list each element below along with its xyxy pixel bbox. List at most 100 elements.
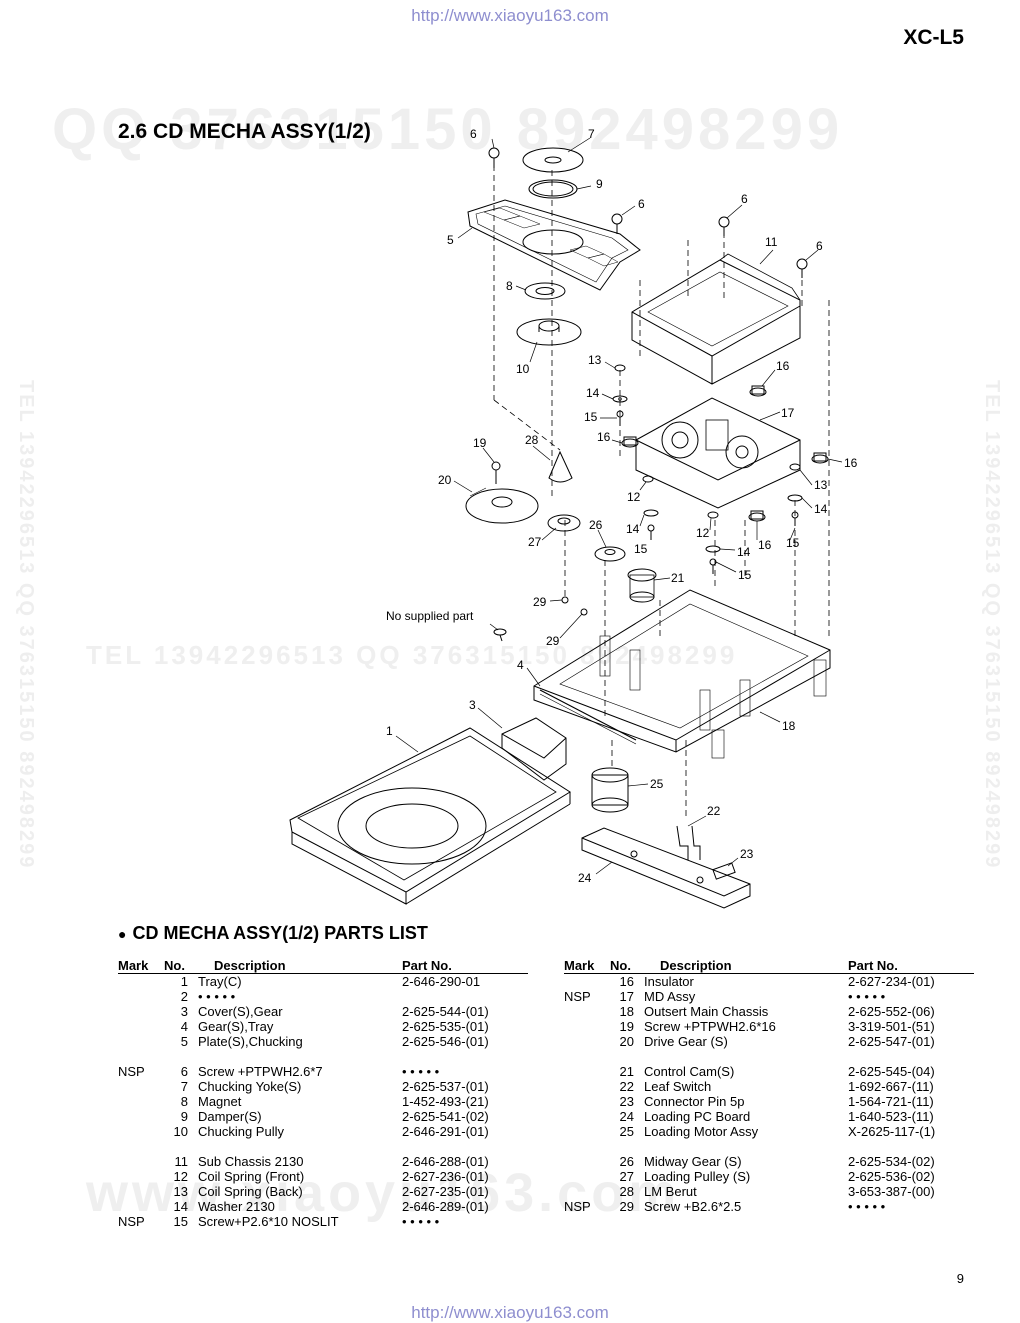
insulator-16-d [748, 510, 766, 522]
watermark-middle: TEL 13942296513 QQ 376315150 892498299 [86, 640, 738, 670]
part-no-cell: 1-452-493-(21) [402, 1094, 489, 1109]
callout-29-b: 29 [546, 634, 560, 648]
watermark-bottom: www.xiaoyu163.com [86, 1163, 681, 1223]
control-cam-21 [627, 568, 657, 603]
mark-cell [118, 1079, 164, 1094]
callout-16-d: 16 [758, 538, 772, 552]
description-cell: LM Berut [644, 1184, 697, 1199]
part-no-cell: 2-625-541-(02) [402, 1109, 489, 1124]
screw-6-a [488, 147, 500, 168]
callout-21: 21 [671, 571, 685, 585]
part-no-cell: 2-625-546-(01) [402, 1034, 489, 1049]
callout-6-b: 6 [638, 197, 645, 211]
callout-17: 17 [781, 406, 795, 420]
description-cell: Cover(S),Gear [198, 1004, 283, 1019]
part-no-cell: 2-627-236-(01) [402, 1169, 489, 1184]
callout-6-c: 6 [741, 192, 748, 206]
callout-5: 5 [447, 233, 454, 247]
mark-cell [118, 1169, 164, 1184]
chucking-pully-10 [516, 318, 582, 346]
parts-table-header: Mark No. Description Part No. [118, 955, 528, 974]
part-no-cell: 3-653-387-(00) [848, 1184, 935, 1199]
no-cell: 13 [173, 1184, 188, 1199]
screw-15-b [791, 511, 799, 526]
callout-12-b: 12 [696, 526, 710, 540]
callout-22: 22 [707, 804, 721, 818]
lm-berut-28 [548, 450, 573, 483]
mark-cell [564, 1019, 610, 1034]
description-cell: Gear(S),Tray [198, 1019, 274, 1034]
sub-chassis-11 [631, 253, 801, 385]
header-no: No. [610, 955, 644, 974]
mark-cell: NSP [118, 1214, 145, 1229]
callout-14-d: 14 [737, 545, 751, 559]
section-title: 2.6 CD MECHA ASSY(1/2) [118, 120, 371, 143]
header-part-no: Part No. [848, 955, 974, 974]
screw-6-b [611, 213, 623, 234]
insulator-16-c [811, 452, 829, 464]
callout-18: 18 [782, 719, 796, 733]
mark-cell [118, 1034, 164, 1049]
no-cell: 7 [180, 1079, 188, 1094]
loading-motor-25 [591, 767, 629, 813]
callout-10: 10 [516, 362, 530, 376]
no-cell: 11 [174, 1154, 189, 1169]
callout-24: 24 [578, 871, 592, 885]
table-spacer-row [118, 1049, 528, 1064]
no-cell: 2 [180, 989, 188, 1004]
description-cell: Loading Motor Assy [644, 1124, 759, 1139]
description-cell: Screw+P2.6*10 NOSLIT [198, 1214, 339, 1229]
mark-cell [564, 974, 610, 990]
header-description: Description [198, 955, 402, 974]
no-cell: 3 [180, 1004, 188, 1019]
midway-gear-26 [594, 546, 626, 562]
no-cell: 14 [173, 1199, 188, 1214]
insulator-16-b [621, 436, 639, 448]
description-cell: Midway Gear (S) [644, 1154, 742, 1169]
coil-spring-12-b [707, 511, 719, 519]
callout-23: 23 [740, 847, 754, 861]
table-row: 2• • • • • [118, 989, 528, 1004]
callout-6-d: 6 [816, 239, 823, 253]
description-cell: Control Cam(S) [644, 1064, 735, 1079]
chucking-yoke-7 [522, 147, 584, 173]
no-cell: 20 [619, 1034, 634, 1049]
part-no-cell: X-2625-117-(1) [848, 1124, 936, 1139]
header-url: http://www.xiaoyu163.com [411, 6, 609, 25]
description-cell: Screw +B2.6*2.5 [644, 1199, 742, 1214]
callout-29-a: 29 [533, 595, 547, 609]
callout-9: 9 [596, 177, 603, 191]
no-cell: 6 [180, 1064, 188, 1079]
washer-14-c [643, 509, 659, 517]
callout-26: 26 [589, 518, 603, 532]
screw-29-b [580, 608, 588, 616]
coil-spring-12-a [642, 475, 654, 483]
loading-pulley-27 [547, 514, 581, 532]
callout-15-a: 15 [584, 410, 598, 424]
callout-16-b: 16 [597, 430, 611, 444]
spacer-cell [564, 1049, 974, 1064]
part-no-cell: 1-564-721-(11) [848, 1094, 934, 1109]
mark-cell [564, 1169, 610, 1184]
description-cell: Screw +PTPWH2.6*7 [198, 1064, 323, 1079]
description-cell: Connector Pin 5p [644, 1094, 745, 1109]
callout-no-supplied-part: No supplied part [386, 609, 474, 623]
table-spacer-row [564, 1139, 974, 1154]
mark-cell [118, 1109, 164, 1124]
part-no-cell: 2-625-545-(04) [848, 1064, 935, 1079]
no-cell: 24 [619, 1109, 634, 1124]
mark-cell [564, 1109, 610, 1124]
callout-14-c: 14 [626, 522, 640, 536]
damper-9 [528, 179, 578, 199]
